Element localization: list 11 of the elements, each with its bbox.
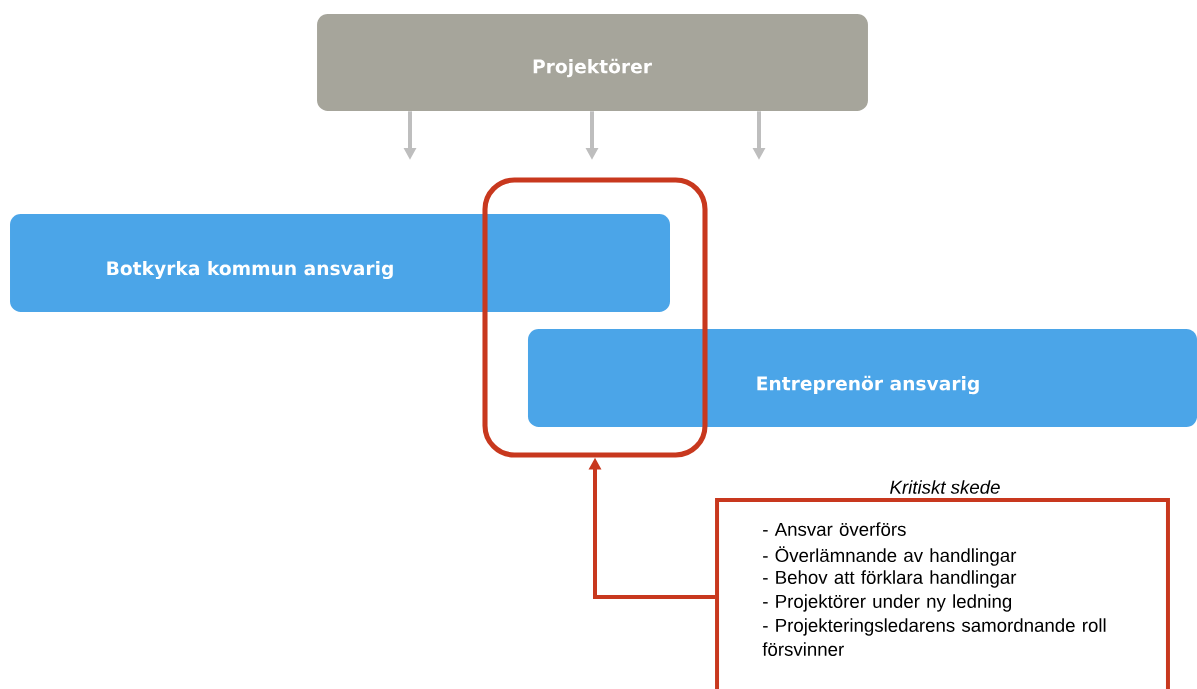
list-item: - Ansvar överförs (763, 522, 906, 536)
highlight-frame (482, 177, 708, 458)
list-item: - Överlämnande av handlingar (763, 546, 1017, 566)
responsibility-band: Projektörer (317, 13, 868, 112)
list-item: - Projekteringsledarens samordnande roll försvinner (762, 618, 1106, 656)
responsibility-band: Entreprenör ansvarig (527, 329, 1197, 427)
list-item: - Projektörer under ny ledning (763, 594, 1012, 612)
note-box (715, 498, 1170, 689)
responsibility-band: Botkyrka kommun ansvarig (10, 214, 670, 312)
list-item: - Behov att förklara handlingar (763, 570, 1017, 588)
box-heading: Kritiskt skede (890, 480, 1000, 494)
